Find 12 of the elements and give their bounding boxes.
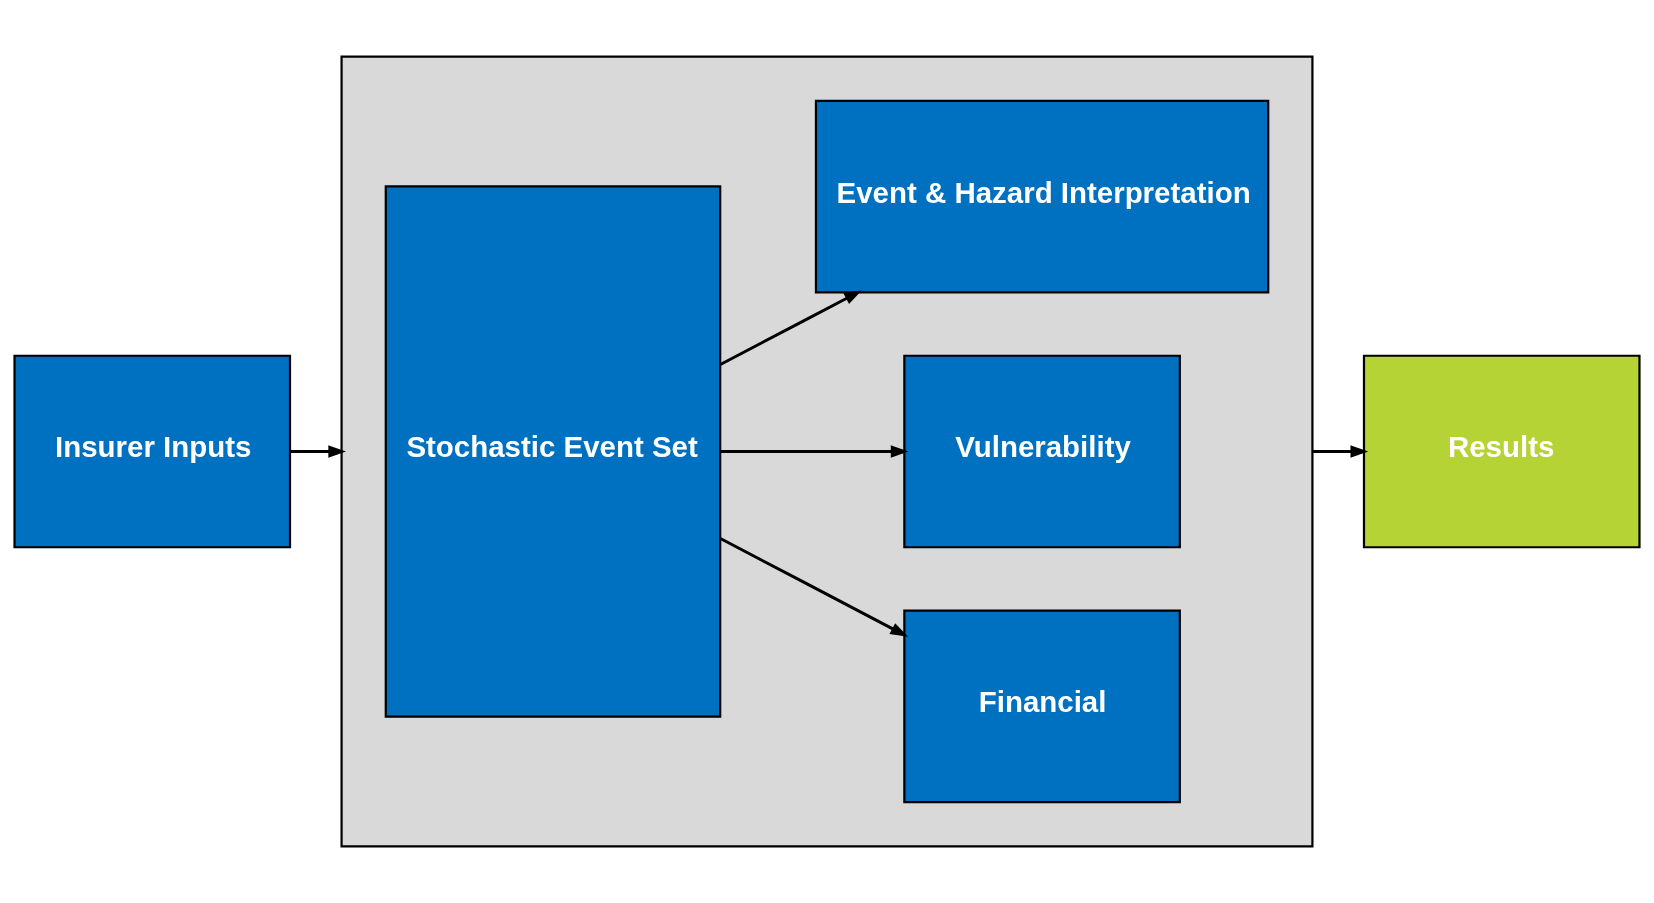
- node-box: Event & Hazard Interpretation: [814, 99, 1270, 294]
- cluster: [340, 55, 1314, 848]
- node-box: Stochastic Event Set: [384, 185, 722, 718]
- arrow: [719, 537, 908, 637]
- node-box: Results: [1362, 354, 1641, 549]
- arrow: [290, 445, 347, 458]
- arrow: [1312, 445, 1369, 458]
- node-box: Insurer Inputs: [13, 354, 292, 549]
- arrow: [720, 445, 909, 458]
- arrow: [719, 290, 862, 366]
- node-box: Financial: [903, 609, 1181, 804]
- node-box: Vulnerability: [903, 354, 1181, 549]
